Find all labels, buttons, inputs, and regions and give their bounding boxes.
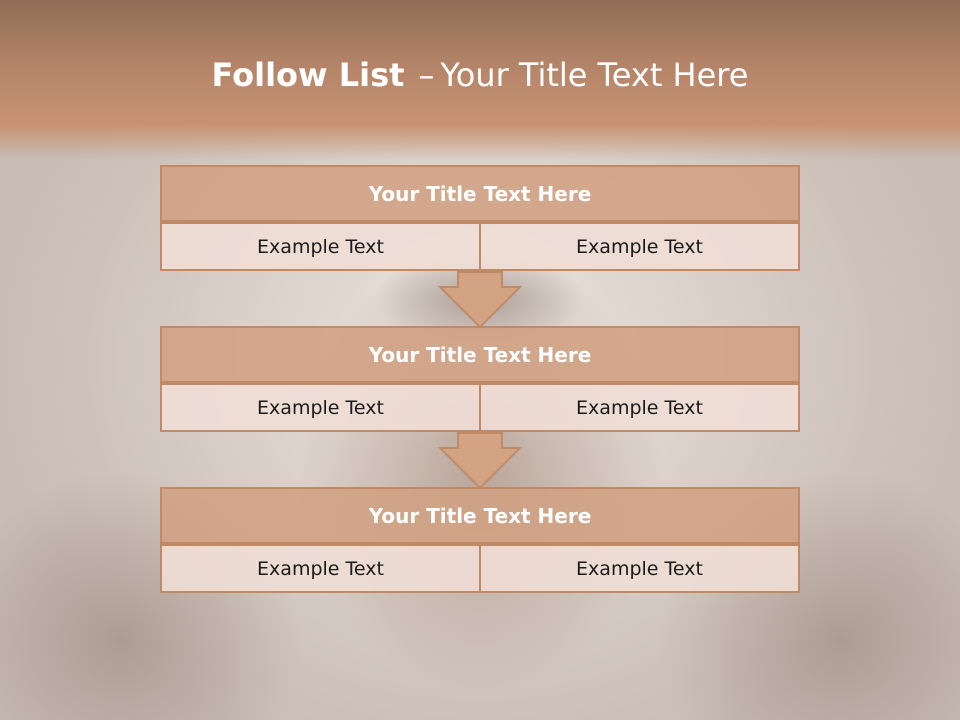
list-block-2: Your Title Text Here Example Text Exampl…: [160, 326, 800, 432]
block-title: Your Title Text Here: [160, 326, 800, 383]
block-cell-right: Example Text: [479, 383, 800, 432]
title-strong: Follow List: [211, 56, 405, 94]
down-arrow-icon: [438, 432, 522, 490]
block-title: Your Title Text Here: [160, 165, 800, 222]
title-dash: –: [418, 56, 435, 94]
block-cell-right: Example Text: [479, 544, 800, 593]
list-block-1: Your Title Text Here Example Text Exampl…: [160, 165, 800, 271]
header-band: [0, 0, 960, 160]
block-cell-left: Example Text: [160, 544, 481, 593]
block-cell-right: Example Text: [479, 222, 800, 271]
title-rest: Your Title Text Here: [440, 56, 749, 94]
down-arrow-icon: [438, 271, 522, 329]
block-title: Your Title Text Here: [160, 487, 800, 544]
block-cell-left: Example Text: [160, 383, 481, 432]
block-cell-left: Example Text: [160, 222, 481, 271]
list-block-3: Your Title Text Here Example Text Exampl…: [160, 487, 800, 593]
slide-title: Follow List–Your Title Text Here: [0, 54, 960, 96]
